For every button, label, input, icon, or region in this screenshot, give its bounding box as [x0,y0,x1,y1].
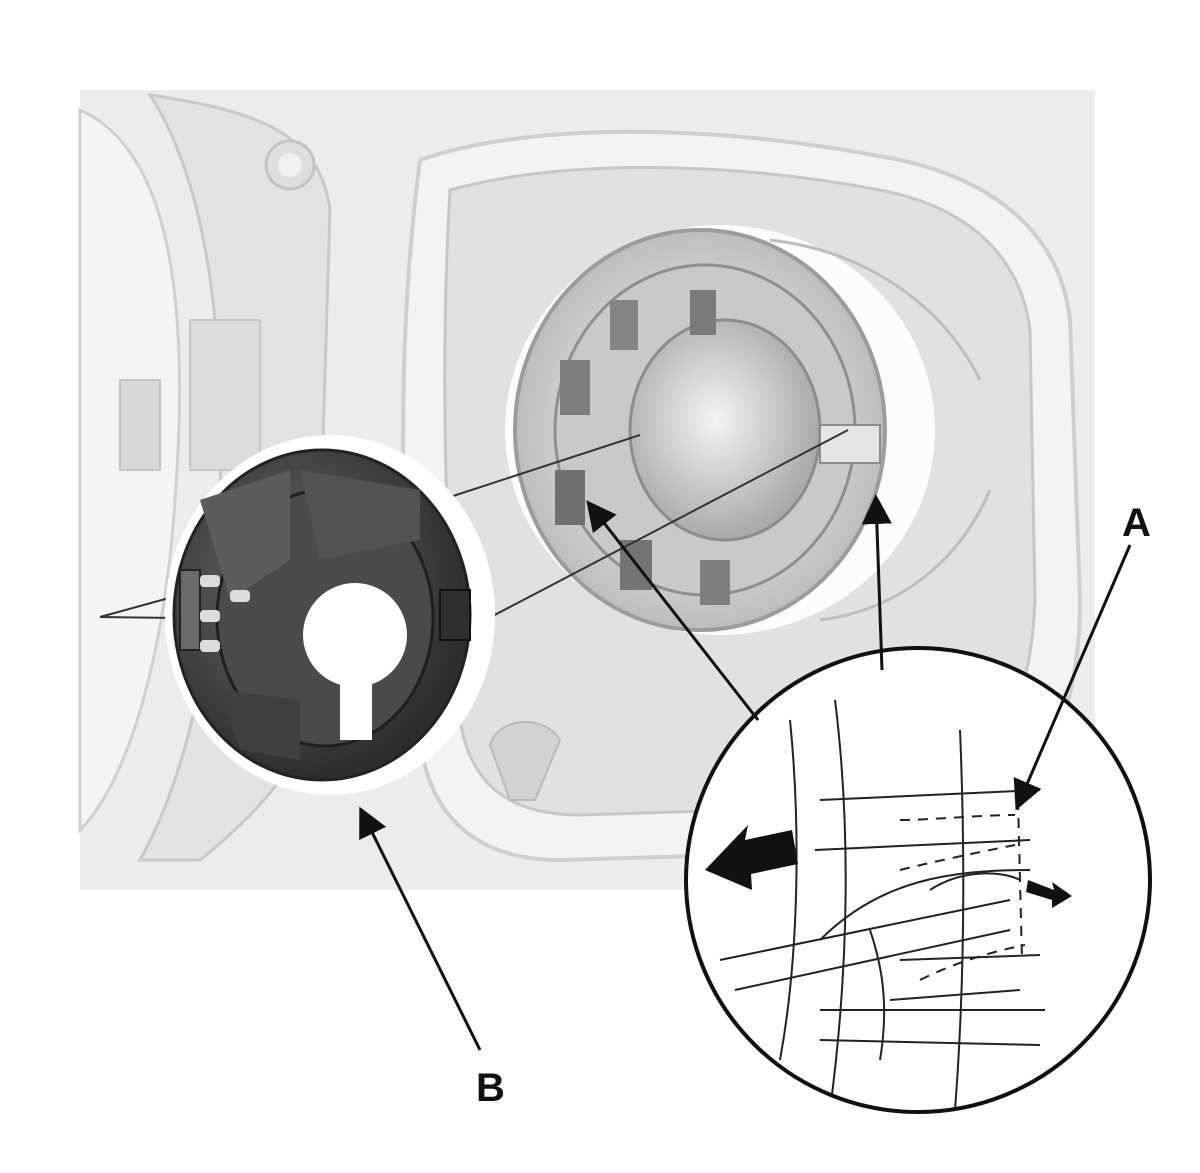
pull-direction-arrow-icon [705,825,798,890]
detail-inset [684,646,1152,1114]
arrow-icon [586,500,760,721]
callout-label-b: B [476,1066,505,1110]
release-direction-arrow-icon [1026,880,1072,908]
locking-ring [165,435,495,795]
arrow-icon [359,806,482,1051]
arrow-icon [861,494,892,671]
arrow-icon [1013,544,1132,811]
leader-arrows [359,494,1132,1051]
callout-label-a: A [1122,501,1151,545]
